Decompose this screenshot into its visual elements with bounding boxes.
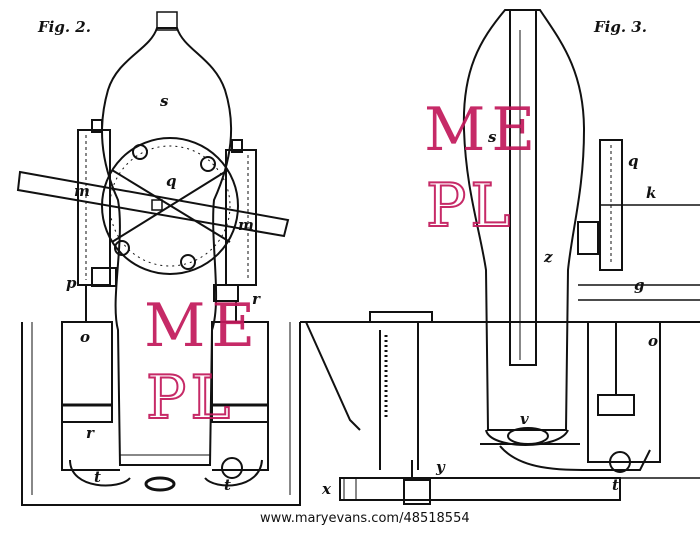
fig2-label-p: p [66,274,77,292]
fig2-label-r2: r [86,424,95,442]
fig3-label-o: o [648,332,658,350]
fig3-label-s: s [488,128,497,146]
fig2-label-r1: r [252,290,261,308]
fig3-title: Fig. 3. [594,18,647,36]
fig2-label-s: s [160,92,169,110]
watermark-top-right: ME [424,95,542,165]
fig3-label-v: v [520,410,529,428]
fig2-lever [16,170,290,238]
fig2-label-m2: m [238,216,254,234]
fig2-label-t2: t [224,476,231,494]
credit-line: www.maryevans.com/48518554 [256,510,470,527]
watermark-bottom-right: PL [425,171,515,241]
fig3-flask [462,9,586,431]
fig2-label-t1: t [94,468,101,486]
fig2-tank [21,322,301,506]
fig3-label-y: y [435,458,446,476]
fig3-label-g: g [634,276,645,294]
watermark-top-left: ME [144,291,262,361]
fig2-title: Fig. 2. [38,18,91,36]
fig3-label-t: t [612,476,619,494]
fig3-label-z: z [543,248,553,266]
fig2-label-m1: m [74,182,90,200]
fig2-label-q: q [166,172,177,190]
fig3-label-k: k [646,184,656,202]
fig3-label-q: q [628,152,639,170]
watermark-bottom-left: PL [145,363,235,433]
fig3-label-x: x [321,480,332,498]
fig2-label-o: o [80,328,90,346]
fig2-flask [101,27,233,466]
